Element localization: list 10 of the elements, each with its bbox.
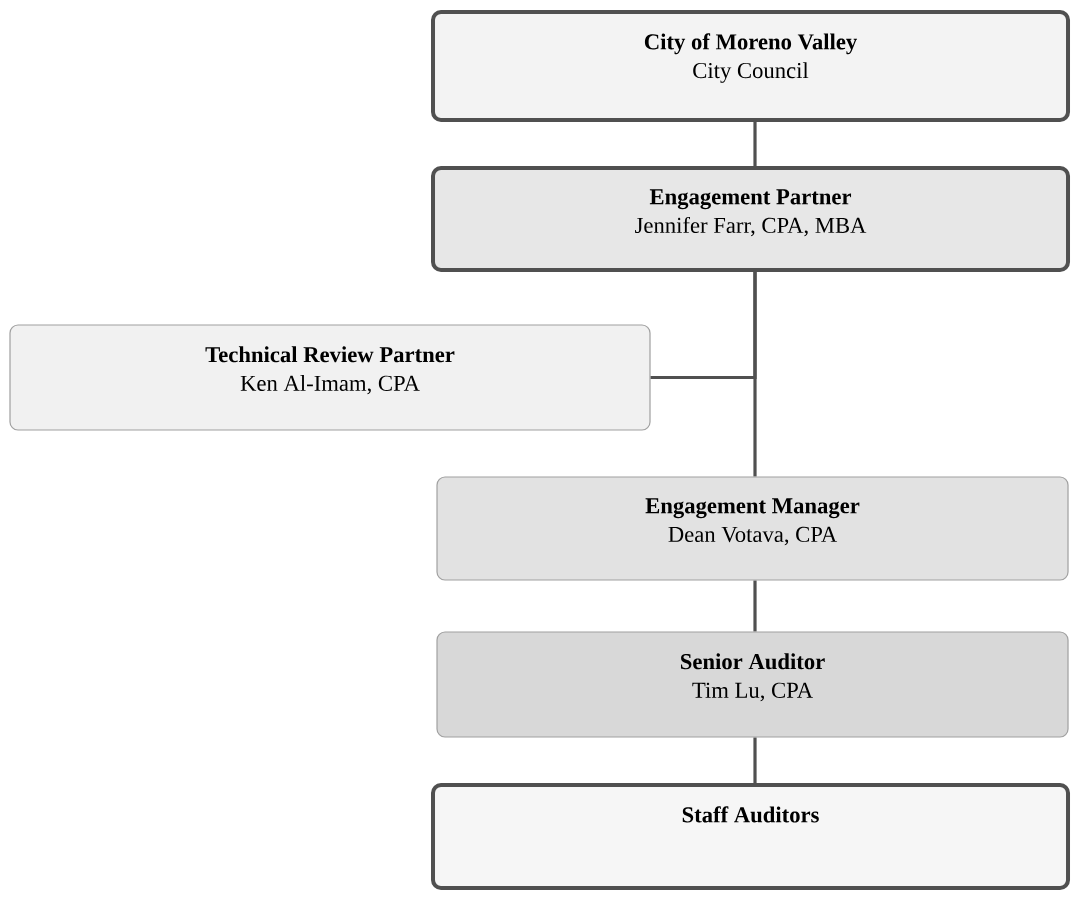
connector-line bbox=[753, 122, 757, 166]
connector-line bbox=[753, 737, 757, 783]
process-box: Senior Auditor Tim Lu, CPA bbox=[436, 631, 1069, 738]
process-box: Technical Review Partner Ken Al-Imam, CPA bbox=[9, 324, 651, 431]
process-box: City of Moreno Valley City Council bbox=[431, 10, 1070, 122]
process-box: Engagement Partner Jennifer Farr, CPA, MBA bbox=[431, 166, 1070, 272]
connector-line bbox=[753, 580, 757, 632]
process-box: Staff Auditors bbox=[431, 783, 1070, 890]
process-box: Engagement Manager Dean Votava, CPA bbox=[436, 476, 1069, 581]
connector-line bbox=[650, 272, 757, 380]
